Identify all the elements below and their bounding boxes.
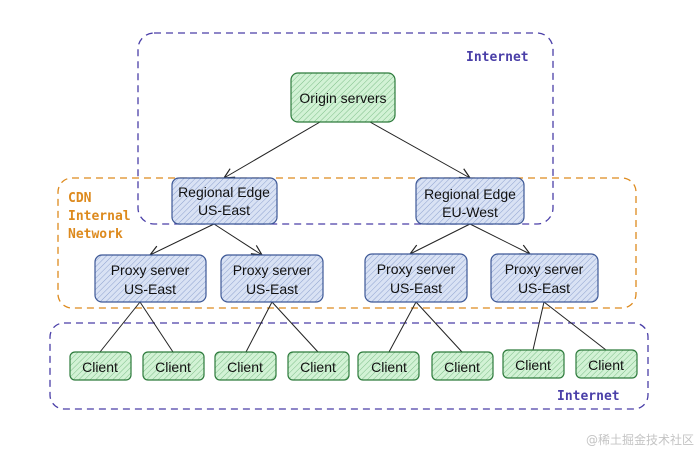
client-node-1: Client [69, 351, 132, 381]
edge-proxy-3-to-client-5 [388, 301, 417, 353]
proxy-server-node-1: Proxy server US-East [94, 254, 207, 303]
client-node-3: Client [214, 351, 277, 381]
client-node-6: Client [431, 351, 494, 381]
client-label-6: Client [444, 359, 480, 375]
proxy-server-1-line-2: US-East [124, 281, 176, 297]
edge-origin-to-edge-eu [369, 121, 470, 178]
edge-edge-eu-to-proxy-4 [469, 223, 530, 254]
origin-servers-node: Origin servers [290, 72, 396, 123]
client-node-2: Client [142, 351, 205, 381]
edge-edge-us-to-proxy-2 [213, 223, 262, 255]
cdn-label-line-3: Network [68, 227, 123, 242]
edge-proxy-2-to-client-4 [271, 301, 319, 353]
proxy-server-node-4: Proxy server US-East [490, 253, 599, 303]
regional-edge-us-east-node: Regional Edge US-East [171, 177, 278, 225]
proxy-server-node-2: Proxy server US-East [220, 254, 324, 303]
regional-edge-eu-west-node: Regional Edge EU-West [415, 177, 525, 225]
edge-edge-eu-to-proxy-3 [410, 223, 471, 254]
proxy-server-node-3: Proxy server US-East [364, 253, 468, 303]
proxy-server-3-line-1: Proxy server [377, 261, 456, 277]
edge-origin-to-edge-us [224, 121, 321, 178]
client-label-1: Client [82, 359, 118, 375]
regional-edge-eu-west-line-1: Regional Edge [424, 186, 516, 202]
edge-proxy-4-to-client-8 [543, 301, 607, 351]
client-label-2: Client [155, 359, 191, 375]
regional-edge-us-east-line-1: Regional Edge [178, 184, 270, 200]
edge-proxy-1-to-client-1 [99, 301, 141, 353]
edge-edge-us-to-proxy-1 [150, 223, 215, 255]
internet-top-region [137, 32, 554, 225]
proxy-server-3-line-2: US-East [390, 280, 442, 296]
cdn-label-line-1: CDN [68, 191, 92, 206]
proxy-server-1-line-1: Proxy server [111, 262, 190, 278]
proxy-server-2-line-2: US-East [246, 281, 298, 297]
client-label-5: Client [371, 359, 407, 375]
edge-proxy-4-to-client-7 [532, 301, 545, 351]
cdn-label-line-2: Internal [68, 209, 131, 224]
edge-proxy-3-to-client-6 [415, 301, 463, 353]
client-node-4: Client [287, 351, 350, 381]
edge-proxy-1-to-client-2 [139, 301, 174, 353]
proxy-server-4-line-2: US-East [518, 280, 570, 296]
regional-edge-eu-west-line-2: EU-West [442, 204, 498, 220]
client-node-7: Client [502, 349, 565, 379]
internet-bottom-label: Internet [557, 389, 620, 404]
regional-edge-us-east-line-2: US-East [198, 202, 250, 218]
client-label-8: Client [588, 357, 624, 373]
proxy-server-2-line-1: Proxy server [233, 262, 312, 278]
proxy-server-4-line-1: Proxy server [505, 261, 584, 277]
client-label-3: Client [227, 359, 263, 375]
client-node-8: Client [575, 349, 638, 379]
client-label-7: Client [515, 357, 551, 373]
origin-servers-label: Origin servers [299, 90, 386, 106]
edge-proxy-2-to-client-3 [245, 301, 273, 353]
internet-top-label: Internet [466, 50, 529, 65]
client-node-5: Client [357, 351, 420, 381]
client-label-4: Client [300, 359, 336, 375]
watermark-text: @稀土掘金技术社区 [586, 432, 694, 447]
